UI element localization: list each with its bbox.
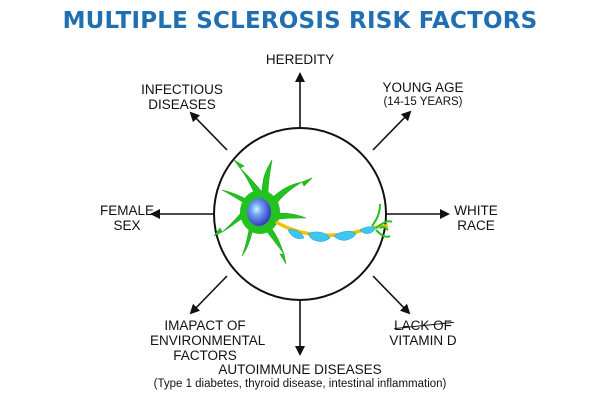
arrow-young-age: [373, 112, 410, 150]
nucleus-shape: [247, 198, 271, 226]
label-environmental: IMAPACT OF ENVIRONMENTAL FACTORS: [150, 318, 260, 363]
factors-text: FACTORS: [150, 348, 260, 363]
white-text: WHITE: [448, 203, 504, 218]
label-white-race: WHITE RACE: [448, 203, 504, 233]
lack-of-text: LACK OF: [394, 318, 452, 333]
environmental-text: ENVIRONMENTAL: [150, 333, 260, 348]
infectious-text: INFECTIOUS: [132, 82, 232, 97]
heredity-text: HEREDITY: [266, 52, 334, 67]
vitamin-d-text: VITAMIN D: [378, 333, 468, 348]
young-age-sub: (14-15 YEARS): [368, 95, 478, 109]
label-vitamin-d: LACK OF VITAMIN D: [378, 318, 468, 348]
label-autoimmune: AUTOIMMUNE DISEASES (Type 1 diabetes, th…: [120, 362, 480, 391]
race-text: RACE: [448, 218, 504, 233]
autoimmune-sub: (Type 1 diabetes, thyroid disease, intes…: [120, 377, 480, 391]
label-infectious: INFECTIOUS DISEASES: [132, 82, 232, 112]
arrow-infectious: [191, 113, 227, 150]
arrow-vitamin-d: [373, 276, 409, 313]
label-young-age: YOUNG AGE (14-15 YEARS): [368, 80, 478, 109]
diseases-text: DISEASES: [132, 97, 232, 112]
autoimmune-text: AUTOIMMUNE DISEASES: [120, 362, 480, 377]
sex-text: SEX: [98, 218, 156, 233]
female-text: FEMALE: [98, 203, 156, 218]
impact-text: IMAPACT OF: [150, 318, 260, 333]
young-age-text: YOUNG AGE: [368, 80, 478, 95]
label-heredity: HEREDITY: [250, 52, 350, 67]
label-female-sex: FEMALE SEX: [98, 203, 156, 233]
arrow-environmental: [191, 276, 227, 313]
